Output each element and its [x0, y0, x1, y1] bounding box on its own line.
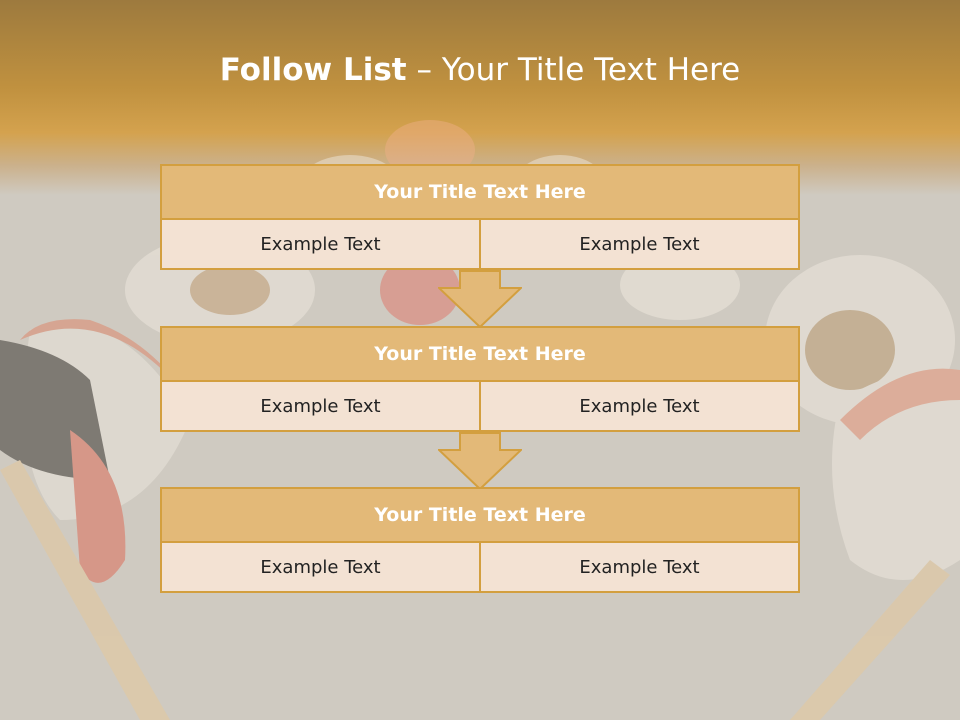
- block-cell-right: Example Text: [481, 382, 800, 432]
- header-band: [0, 0, 960, 195]
- list-block-1: Your Title Text Here Example Text Exampl…: [160, 164, 800, 270]
- block-cell-left: Example Text: [160, 382, 481, 432]
- block-cell-right: Example Text: [481, 543, 800, 593]
- block-row: Example Text Example Text: [160, 382, 800, 432]
- block-title: Your Title Text Here: [160, 487, 800, 543]
- block-title: Your Title Text Here: [160, 164, 800, 220]
- block-row: Example Text Example Text: [160, 543, 800, 593]
- block-row: Example Text Example Text: [160, 220, 800, 270]
- title-rest: – Your Title Text Here: [406, 52, 741, 88]
- block-title: Your Title Text Here: [160, 326, 800, 382]
- block-cell-left: Example Text: [160, 543, 481, 593]
- down-arrow-icon: [438, 432, 522, 490]
- slide-title: Follow List – Your Title Text Here: [0, 52, 960, 88]
- list-block-3: Your Title Text Here Example Text Exampl…: [160, 487, 800, 593]
- block-cell-left: Example Text: [160, 220, 481, 270]
- title-bold: Follow List: [219, 52, 407, 88]
- down-arrow-icon: [438, 270, 522, 328]
- block-cell-right: Example Text: [481, 220, 800, 270]
- list-block-2: Your Title Text Here Example Text Exampl…: [160, 326, 800, 432]
